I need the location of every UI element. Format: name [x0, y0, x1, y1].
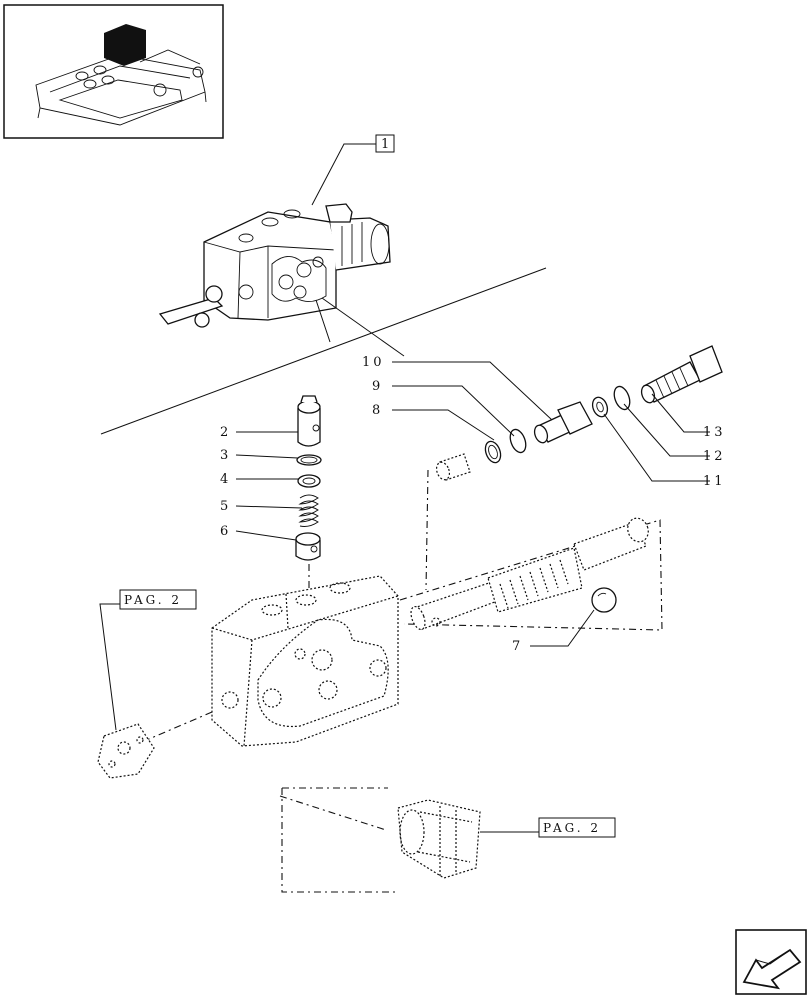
callout-3: 3 — [220, 448, 231, 463]
page-ref-left: PAG. 2 — [124, 593, 182, 607]
page-ref-bottom-box: PAG. 2 — [480, 817, 616, 838]
part-3-oring — [296, 454, 322, 466]
assembly-callout: 1 — [311, 134, 395, 206]
leader-assembly — [315, 297, 405, 357]
part-5-spring — [298, 494, 319, 527]
valve-section-body — [211, 575, 399, 747]
assembly-callout-label: 1 — [381, 137, 392, 152]
leaders-8-13 — [392, 361, 710, 482]
callout-7: 7 — [512, 639, 523, 654]
page-ref-bottom: PAG. 2 — [543, 821, 601, 835]
callout-2: 2 — [220, 425, 231, 440]
callout-11: 11 — [703, 474, 726, 489]
part-12-oring — [613, 385, 631, 411]
callout-10: 10 — [362, 355, 385, 370]
part-4-washer — [297, 474, 321, 488]
flange-left — [97, 723, 155, 779]
part-11-washer — [591, 396, 609, 418]
dotted-plug — [435, 453, 471, 481]
part-7-ball — [591, 587, 617, 613]
page-ref-left-box: PAG. 2 — [99, 589, 197, 731]
thumbnail-frame — [3, 4, 224, 139]
part-2-plug — [297, 395, 321, 447]
flange-bottom — [397, 799, 481, 879]
callout-4: 4 — [220, 472, 231, 487]
assembly-guide-lines — [141, 469, 663, 893]
callout-8: 8 — [372, 403, 383, 418]
part-9-oring — [509, 428, 527, 454]
valve-assembly-drawing — [158, 203, 391, 328]
callout-6: 6 — [220, 524, 231, 539]
part-13-plug — [640, 345, 723, 404]
callout-12: 12 — [703, 449, 726, 464]
callout-9: 9 — [372, 379, 383, 394]
leaders-2-6 — [235, 431, 303, 541]
callout-13: 13 — [703, 425, 726, 440]
spool — [410, 517, 649, 631]
section-line — [100, 267, 547, 435]
leader-7 — [530, 609, 595, 647]
part-8-circlip — [484, 440, 502, 464]
part-6-cap — [295, 532, 321, 561]
callout-5: 5 — [220, 499, 231, 514]
tractor-lift-cover-thumbnail — [35, 24, 207, 126]
next-page-arrow-icon[interactable] — [735, 929, 807, 995]
part-10-body — [533, 401, 593, 444]
